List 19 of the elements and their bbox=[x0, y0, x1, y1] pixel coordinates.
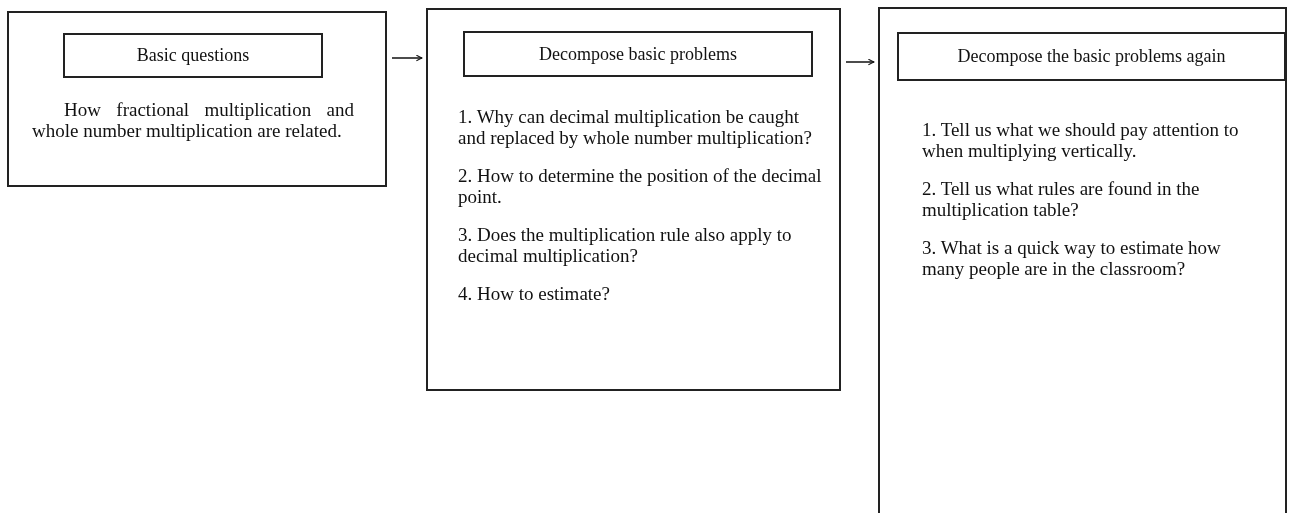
panel-box bbox=[878, 7, 1287, 513]
heading-box bbox=[463, 31, 813, 77]
question-text: 3. What is a quick way to estimate how many people are in the classroom? bbox=[922, 237, 1222, 279]
arrow bbox=[845, 58, 875, 66]
arrow bbox=[391, 54, 423, 62]
question-text: 2. Tell us what rules are found in the multiplication table? bbox=[922, 178, 1201, 220]
heading-text: Basic questions bbox=[136, 45, 250, 66]
panel-box bbox=[426, 8, 841, 391]
question-text: 4. How to estimate? bbox=[458, 283, 611, 304]
question-text: 1. Why can decimal multiplication be caught and replaced by whole number multiplication? bbox=[458, 106, 814, 148]
heading-text: Decompose the basic problems again bbox=[957, 46, 1226, 67]
question-text: 2. How to determine the position of the decimal point. bbox=[458, 165, 823, 207]
question-text: 3. Does the multiplication rule also apply to decimal multiplication? bbox=[458, 224, 793, 266]
heading-text: Decompose basic problems bbox=[539, 43, 737, 65]
panel-box bbox=[7, 11, 387, 187]
heading-box bbox=[897, 32, 1286, 81]
heading-box bbox=[63, 33, 323, 78]
question-text: How fractional multiplication and whole number multiplication are related. bbox=[32, 99, 354, 141]
question-text: 1. Tell us what we should pay attention to when multiplying vertically. bbox=[922, 119, 1240, 161]
